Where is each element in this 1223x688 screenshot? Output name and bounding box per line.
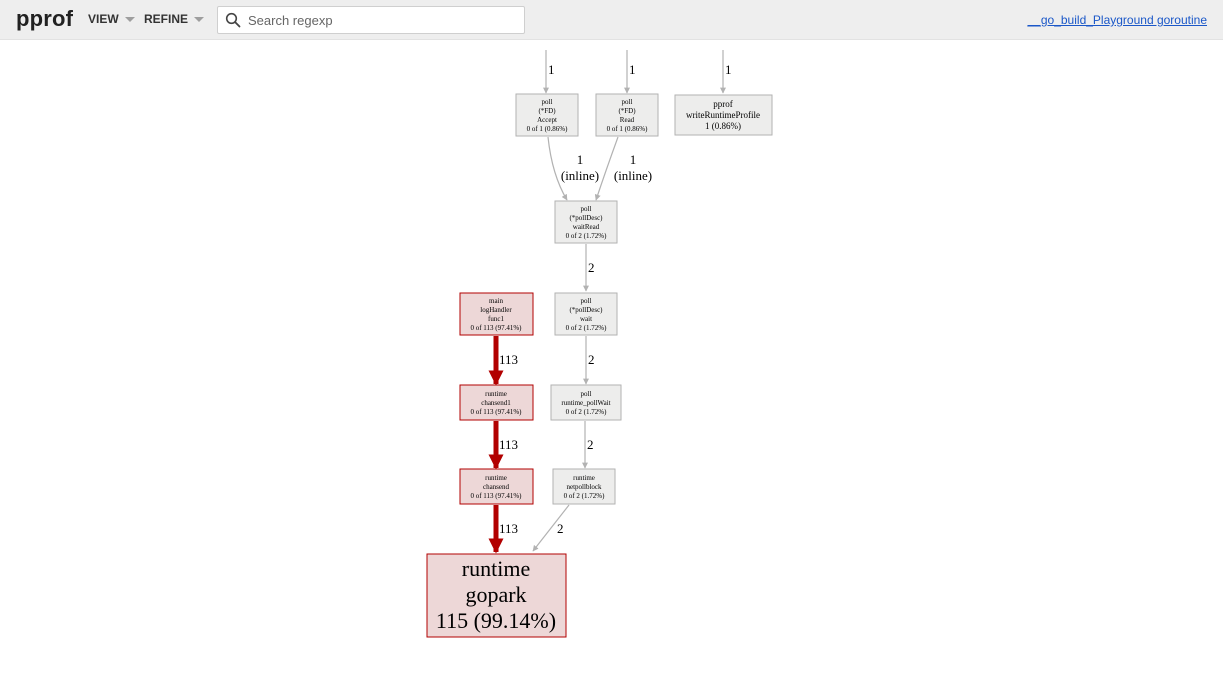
node-label: runtime <box>573 474 595 482</box>
pprof-logo[interactable]: pprof <box>16 6 74 31</box>
edge-label: 1 <box>725 62 732 77</box>
node-label: 0 of 113 (97.41%) <box>470 408 522 416</box>
node-label: Accept <box>537 116 557 124</box>
node-label: poll <box>581 297 592 305</box>
view-menu[interactable]: VIEW <box>88 12 135 26</box>
edge-netpoll-gopark[interactable]: 2 <box>532 504 570 552</box>
edge-in-accept[interactable]: 1 <box>543 50 555 94</box>
edge-label: 113 <box>499 352 518 367</box>
edge-waitread-wait[interactable]: 2 <box>583 244 595 292</box>
node-label: 115 (99.14%) <box>436 608 556 633</box>
node-pprof-writeruntimeprofile[interactable]: pprof writeRuntimeProfile 1 (0.86%) <box>674 94 773 136</box>
node-label: runtime <box>485 390 507 398</box>
view-menu-label: VIEW <box>88 12 119 26</box>
node-label: runtime_pollWait <box>561 399 610 407</box>
node-label: poll <box>581 390 592 398</box>
node-label: 0 of 2 (1.72%) <box>566 324 607 332</box>
profile-link[interactable]: __go_build_Playground goroutine <box>1027 13 1207 27</box>
node-runtime-chansend1[interactable]: runtime chansend1 0 of 113 (97.41%) <box>459 384 534 421</box>
node-poll-fd-read[interactable]: poll (*FD) Read 0 of 1 (0.86%) <box>595 93 659 137</box>
node-label: 0 of 2 (1.72%) <box>566 408 607 416</box>
node-label: poll <box>622 98 633 106</box>
edge-label: 1 <box>548 62 555 77</box>
chevron-down-icon <box>194 17 205 22</box>
edge-label: 1 <box>630 152 637 167</box>
call-graph: 1 1 1 1 (inline) 1 (inline) 2 2 2 2 113 <box>426 50 773 638</box>
refine-menu[interactable]: REFINE <box>144 12 205 26</box>
edge-pollwait-netpoll[interactable]: 2 <box>582 421 594 469</box>
chevron-down-icon <box>124 17 135 22</box>
edge-label: (inline) <box>614 168 652 183</box>
edge-accept-waitread[interactable]: 1 (inline) <box>547 136 599 201</box>
node-label: 0 of 1 (0.86%) <box>527 125 568 133</box>
node-label: 0 of 2 (1.72%) <box>564 492 605 500</box>
edge-wait-pollwait[interactable]: 2 <box>583 336 595 385</box>
node-label: runtime <box>462 556 530 581</box>
edge-label: 2 <box>587 437 594 452</box>
search-input[interactable] <box>246 11 520 29</box>
node-label: 0 of 113 (97.41%) <box>470 324 522 332</box>
search-icon <box>222 9 244 31</box>
node-label: wait <box>580 315 592 323</box>
node-label: poll <box>542 98 553 106</box>
node-poll-fd-accept[interactable]: poll (*FD) Accept 0 of 1 (0.86%) <box>515 93 579 137</box>
edge-label: 113 <box>499 437 518 452</box>
node-runtime-gopark[interactable]: runtime gopark 115 (99.14%) <box>426 553 567 638</box>
edge-in-read[interactable]: 1 <box>624 50 636 94</box>
node-label: chansend1 <box>481 399 511 407</box>
node-label: 0 of 1 (0.86%) <box>607 125 648 133</box>
node-label: 0 of 2 (1.72%) <box>566 232 607 240</box>
node-label: runtime <box>485 474 507 482</box>
node-label: gopark <box>465 582 526 607</box>
edge-label: 1 <box>629 62 636 77</box>
node-label: (*FD) <box>618 107 636 115</box>
edge-read-waitread[interactable]: 1 (inline) <box>594 136 652 201</box>
top-toolbar: pprof VIEW REFINE __go_build_Playground … <box>0 0 1223 40</box>
node-label: chansend <box>483 483 510 491</box>
edge-loghandler-chansend1[interactable]: 113 <box>488 336 518 386</box>
edge-chansend1-chansend[interactable]: 113 <box>488 421 518 470</box>
node-runtime-chansend[interactable]: runtime chansend 0 of 113 (97.41%) <box>459 468 534 505</box>
node-label: (*pollDesc) <box>569 214 603 222</box>
edge-label: 2 <box>588 352 595 367</box>
node-label: writeRuntimeProfile <box>686 110 760 120</box>
node-poll-polldesc-waitread[interactable]: poll (*pollDesc) waitRead 0 of 2 (1.72%) <box>554 200 618 244</box>
node-label: logHandler <box>480 306 512 314</box>
edge-in-profile[interactable]: 1 <box>720 50 732 94</box>
edge-label: (inline) <box>561 168 599 183</box>
node-poll-polldesc-wait[interactable]: poll (*pollDesc) wait 0 of 2 (1.72%) <box>554 292 618 336</box>
node-label: poll <box>581 205 592 213</box>
node-label: netpollblock <box>567 483 602 491</box>
search-box[interactable] <box>217 6 525 34</box>
node-poll-runtime-pollwait[interactable]: poll runtime_pollWait 0 of 2 (1.72%) <box>550 384 622 421</box>
node-label: 0 of 113 (97.41%) <box>470 492 522 500</box>
node-label: func1 <box>488 315 504 323</box>
node-main-loghandler-func1[interactable]: main logHandler func1 0 of 113 (97.41%) <box>459 292 534 336</box>
refine-menu-label: REFINE <box>144 12 189 26</box>
node-label: (*FD) <box>538 107 556 115</box>
node-label: (*pollDesc) <box>569 306 603 314</box>
node-label: pprof <box>713 99 733 109</box>
node-label: waitRead <box>573 223 600 231</box>
edge-label: 2 <box>557 521 564 536</box>
edge-label: 2 <box>588 260 595 275</box>
edge-chansend-gopark[interactable]: 113 <box>488 505 518 554</box>
node-label: main <box>489 297 503 305</box>
node-label: Read <box>620 116 635 124</box>
edge-label: 1 <box>577 152 584 167</box>
node-label: 1 (0.86%) <box>705 121 741 131</box>
node-runtime-netpollblock[interactable]: runtime netpollblock 0 of 2 (1.72%) <box>552 468 616 505</box>
edge-label: 113 <box>499 521 518 536</box>
